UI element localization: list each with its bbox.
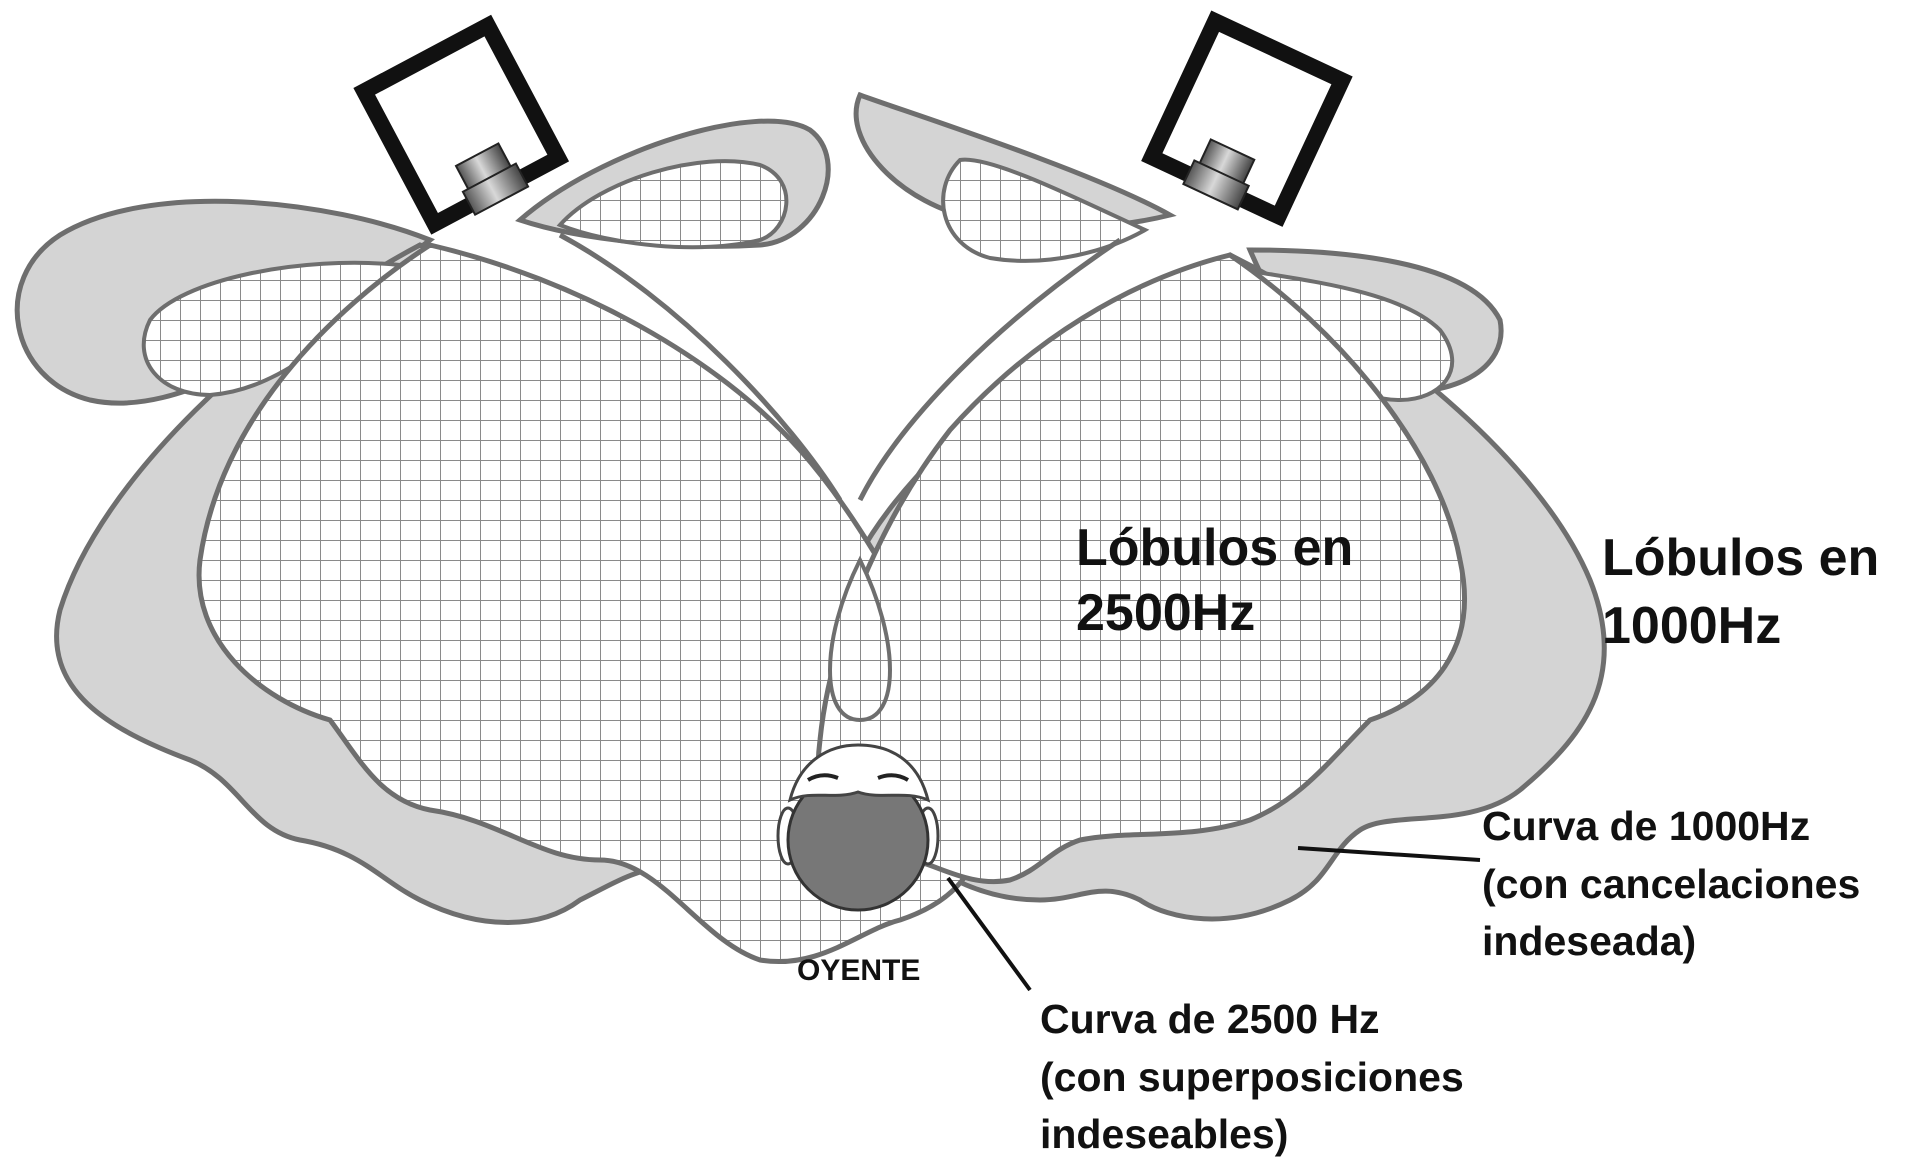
curve-2500-label-line3: indeseables): [1040, 1111, 1288, 1157]
curve-2500-label-line1: Curva de 2500 Hz: [1040, 996, 1380, 1042]
curve-1000-label-line3: indeseada): [1482, 918, 1696, 964]
speaker-right-icon: [1147, 21, 1342, 226]
lobes-1000-label-line2: 1000Hz: [1602, 597, 1781, 655]
curve-2500-label-line2: (con superposiciones: [1040, 1054, 1464, 1100]
lobes-2500-label-line1: Lóbulos en: [1076, 519, 1353, 577]
lobes-1000-label-line1: Lóbulos en: [1602, 529, 1879, 587]
speaker-left-icon: [364, 26, 563, 234]
listener-label: OYENTE: [797, 954, 920, 987]
curve-1000-label-line2: (con cancelaciones: [1482, 861, 1860, 907]
lobes-2500-label-line2: 2500Hz: [1076, 584, 1255, 642]
curve-1000-label-line1: Curva de 1000Hz: [1482, 803, 1810, 849]
